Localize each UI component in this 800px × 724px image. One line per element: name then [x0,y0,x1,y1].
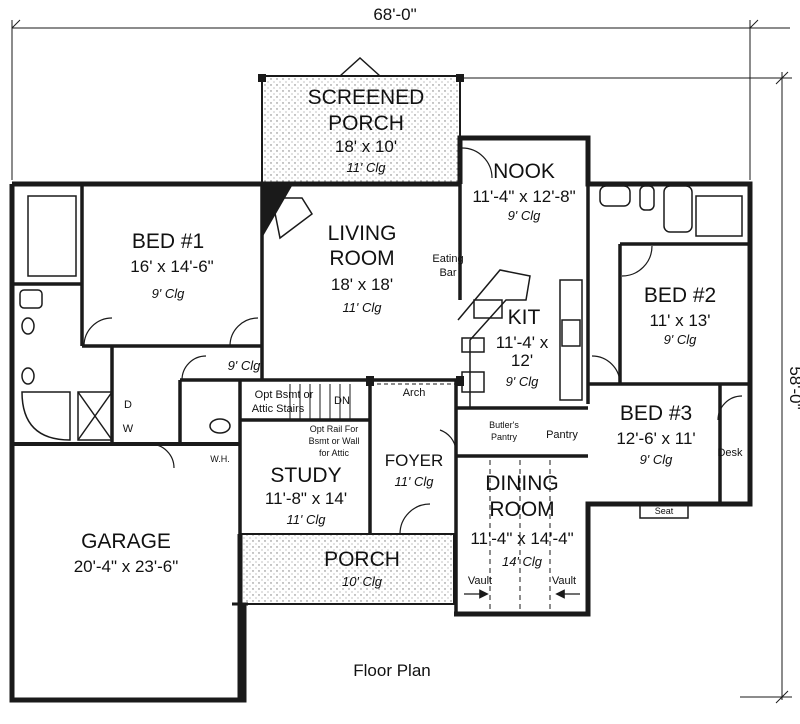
bed1-size: 16' x 14'-6" [130,257,213,276]
study-ceiling: 11' Clg [286,512,326,527]
porch-name: PORCH [324,548,400,571]
opt-bsmt-line2: Attic Stairs [252,403,305,415]
kitchen-counters [457,269,583,408]
study-name: STUDY [270,464,341,487]
seat-label: Seat [655,506,674,516]
desk-label: Desk [717,447,743,459]
living-ceiling: 11' Clg [342,300,382,315]
screened-porch-name-1: SCREENED [308,86,425,109]
screened-porch-name-2: PORCH [328,112,404,135]
living-name-1: LIVING [328,222,397,245]
bed2-size: 11' x 13' [650,311,711,330]
opt-rail-line1: Opt Rail For [310,424,359,434]
opt-rail-line3: for Attic [319,448,350,458]
butlers-pantry-line2: Pantry [491,432,518,442]
opt-rail-line2: Bsmt or Wall [309,436,360,446]
dn-label: DN [334,395,350,407]
pantry-label: Pantry [546,429,578,441]
nook-size: 11'-4" x 12'-8" [472,187,575,206]
living-size: 18' x 18' [331,275,393,294]
bed1-ceiling: 9' Clg [152,286,186,301]
front-porch-area [240,534,454,604]
hall-ceiling: 9' Clg [228,358,262,373]
living-name-2: ROOM [329,247,394,270]
butlers-pantry-line1: Butler's [489,420,519,430]
water-heater-label: W.H. [210,454,230,464]
fireplace [262,186,292,238]
dining-ceiling: 14' Clg [502,554,543,569]
porch-ceiling: 10' Clg [342,574,383,589]
door-swings [83,147,743,535]
kit-size-2: 12' [511,351,533,370]
dining-name-2: ROOM [489,498,554,521]
width-dimension-line [11,19,790,180]
stairs [289,384,351,420]
dining-size: 11'-4" x 14'-4" [470,529,573,548]
eating-bar-line2: Bar [439,267,456,279]
foyer-ceiling: 11' Clg [394,474,434,489]
bath-fixtures [19,185,743,441]
garage-name: GARAGE [81,530,171,553]
bed3-size: 12'-6' x 11' [616,429,695,448]
kit-ceiling: 9' Clg [506,374,540,389]
eating-bar-line1: Eating [432,253,463,265]
overall-width-label: 68'-0" [373,5,416,24]
screened-porch-area [262,76,460,184]
kit-size-1: 11'-4' x [496,333,549,352]
vault-right-label: Vault [552,575,576,587]
bed3-ceiling: 9' Clg [640,452,674,467]
bed2-name: BED #2 [644,284,716,307]
garage-size: 20'-4" x 23'-6" [74,557,179,576]
dining-name-1: DINING [485,472,559,495]
nook-ceiling: 9' Clg [508,208,542,223]
screened-porch-size: 18' x 10' [335,137,397,156]
bed2-ceiling: 9' Clg [664,332,698,347]
floor-plan-caption: Floor Plan [353,661,430,680]
nook-name: NOOK [493,160,555,183]
opt-bsmt-line1: Opt Bsmt or [255,389,314,401]
bed1-name: BED #1 [132,230,204,253]
depth-dimension-line [460,71,792,704]
vault-left-label: Vault [468,575,492,587]
foyer-name: FOYER [385,451,444,470]
overall-depth-label: 58'-0" [786,366,800,409]
arch-label: Arch [403,387,426,399]
washer-label: W [123,423,134,435]
dryer-label: D [124,399,132,411]
study-size: 11'-8" x 14' [265,489,347,508]
kit-name: KIT [508,306,541,329]
screened-porch-ceiling: 11' Clg [346,160,386,175]
bed3-name: BED #3 [620,402,692,425]
